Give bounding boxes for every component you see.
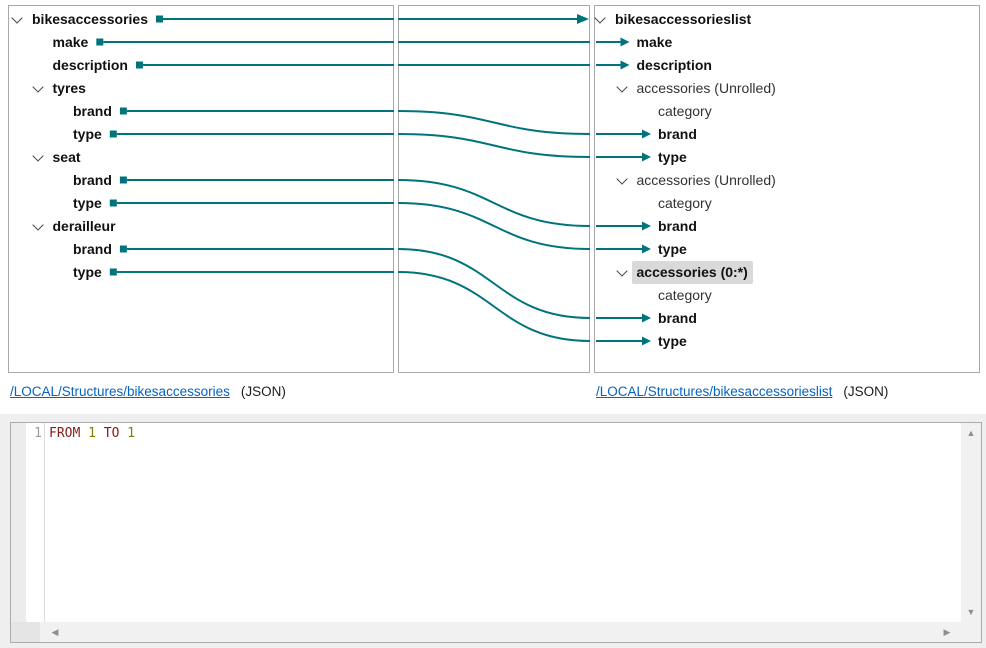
tree-item-label: accessories (Unrolled) bbox=[636, 79, 776, 96]
target-tree-panel: bikesaccessorieslist make description acces… bbox=[594, 5, 980, 373]
chevron-down-icon[interactable] bbox=[31, 80, 44, 93]
target-structure-link[interactable]: /LOCAL/Structures/bikesaccessorieslist bbox=[596, 384, 833, 399]
tree-item-label: accessories (Unrolled) bbox=[636, 171, 776, 188]
horizontal-scrollbar[interactable]: ◀ ▶ bbox=[11, 622, 961, 642]
tree-item-label: category bbox=[658, 102, 712, 119]
tree-item-label: derailleur bbox=[52, 217, 116, 234]
editor-margin-column bbox=[11, 423, 26, 622]
tree-item-label: type bbox=[73, 194, 102, 211]
target-item-5[interactable]: brand bbox=[595, 123, 979, 146]
code-token: 1 bbox=[88, 426, 96, 441]
target-item-4[interactable]: category bbox=[595, 100, 979, 123]
target-item-1[interactable]: make bbox=[595, 31, 979, 54]
source-item-8[interactable]: type bbox=[9, 192, 393, 215]
chevron-down-icon[interactable] bbox=[615, 264, 628, 277]
scroll-left-button[interactable]: ◀ bbox=[51, 627, 59, 637]
target-format-label: (JSON) bbox=[843, 384, 889, 399]
target-item-6[interactable]: type bbox=[595, 146, 979, 169]
tree-item-label: bikesaccessorieslist bbox=[615, 10, 752, 27]
code-token: FROM bbox=[49, 426, 81, 441]
source-structure-link[interactable]: /LOCAL/Structures/bikesaccessories bbox=[10, 384, 230, 399]
tree-item-label: description bbox=[52, 56, 128, 73]
tree-item-label: type bbox=[73, 263, 102, 280]
chevron-down-icon[interactable] bbox=[31, 149, 44, 162]
source-item-1[interactable]: make bbox=[9, 31, 393, 54]
scrollbar-corner bbox=[961, 622, 981, 642]
code-token: 1 bbox=[127, 426, 136, 441]
line-number: 1 bbox=[34, 426, 42, 441]
connections-panel bbox=[398, 5, 590, 373]
source-item-9[interactable]: derailleur bbox=[9, 215, 393, 238]
tree-item-label: make bbox=[52, 33, 89, 50]
tree-item-label: type bbox=[73, 125, 102, 142]
target-item-7[interactable]: accessories (Unrolled) bbox=[595, 169, 979, 192]
gutter-corner bbox=[11, 622, 40, 642]
tree-item-label: accessories (0:*) bbox=[631, 260, 753, 284]
gutter-divider bbox=[44, 423, 45, 622]
target-item-13[interactable]: brand bbox=[595, 307, 979, 330]
source-item-6[interactable]: seat bbox=[9, 146, 393, 169]
tree-item-label: description bbox=[636, 56, 712, 73]
structure-links-row: /LOCAL/Structures/bikesaccessories (JSON)… bbox=[0, 384, 986, 404]
source-format-label: (JSON) bbox=[240, 384, 286, 399]
chevron-down-icon[interactable] bbox=[615, 80, 628, 93]
tree-item-label: type bbox=[658, 240, 687, 257]
target-item-8[interactable]: category bbox=[595, 192, 979, 215]
target-item-3[interactable]: accessories (Unrolled) bbox=[595, 77, 979, 100]
source-tree-panel: bikesaccessories make description tyres bran… bbox=[8, 5, 394, 373]
tree-item-label: brand bbox=[658, 217, 697, 234]
target-item-2[interactable]: description bbox=[595, 54, 979, 77]
tree-item-label: brand bbox=[658, 309, 697, 326]
chevron-down-icon[interactable] bbox=[615, 172, 628, 185]
target-item-12[interactable]: category bbox=[595, 284, 979, 307]
tree-item-label: brand bbox=[73, 171, 112, 188]
query-editor[interactable]: 1 FROM 1 TO 1 ▲ ▼ ◀ ▶ bbox=[10, 422, 982, 643]
scroll-up-button[interactable]: ▲ bbox=[966, 428, 976, 438]
tree-item-label: make bbox=[636, 33, 673, 50]
tree-item-label: brand bbox=[73, 240, 112, 257]
source-item-2[interactable]: description bbox=[9, 54, 393, 77]
target-item-11[interactable]: accessories (0:*) bbox=[595, 260, 979, 284]
tree-item-label: brand bbox=[658, 125, 697, 142]
tree-item-label: type bbox=[658, 332, 687, 349]
scroll-right-button[interactable]: ▶ bbox=[943, 627, 951, 637]
source-item-0[interactable]: bikesaccessories bbox=[9, 8, 393, 31]
target-item-14[interactable]: type bbox=[595, 330, 979, 353]
code-token: TO bbox=[103, 426, 120, 441]
target-item-0[interactable]: bikesaccessorieslist bbox=[594, 8, 979, 31]
scroll-down-button[interactable]: ▼ bbox=[966, 607, 976, 617]
source-item-3[interactable]: tyres bbox=[9, 77, 393, 100]
tree-item-label: type bbox=[658, 148, 687, 165]
target-item-10[interactable]: type bbox=[595, 238, 979, 261]
chevron-down-icon[interactable] bbox=[594, 11, 606, 24]
source-item-11[interactable]: type bbox=[9, 261, 393, 284]
code-line[interactable]: FROM 1 TO 1 bbox=[49, 426, 135, 442]
tree-item-label: category bbox=[658, 194, 712, 211]
source-item-7[interactable]: brand bbox=[9, 169, 393, 192]
tree-item-label: seat bbox=[52, 148, 81, 165]
chevron-down-icon[interactable] bbox=[31, 218, 44, 231]
tree-item-label: bikesaccessories bbox=[32, 10, 148, 27]
tree-item-label: category bbox=[658, 286, 712, 303]
target-item-9[interactable]: brand bbox=[595, 215, 979, 238]
tree-item-label: brand bbox=[73, 102, 112, 119]
source-item-4[interactable]: brand bbox=[9, 100, 393, 123]
source-item-5[interactable]: type bbox=[9, 123, 393, 146]
source-item-10[interactable]: brand bbox=[9, 238, 393, 261]
chevron-down-icon[interactable] bbox=[11, 11, 23, 24]
tree-item-label: tyres bbox=[52, 79, 86, 96]
vertical-scrollbar[interactable]: ▲ ▼ bbox=[961, 423, 981, 622]
